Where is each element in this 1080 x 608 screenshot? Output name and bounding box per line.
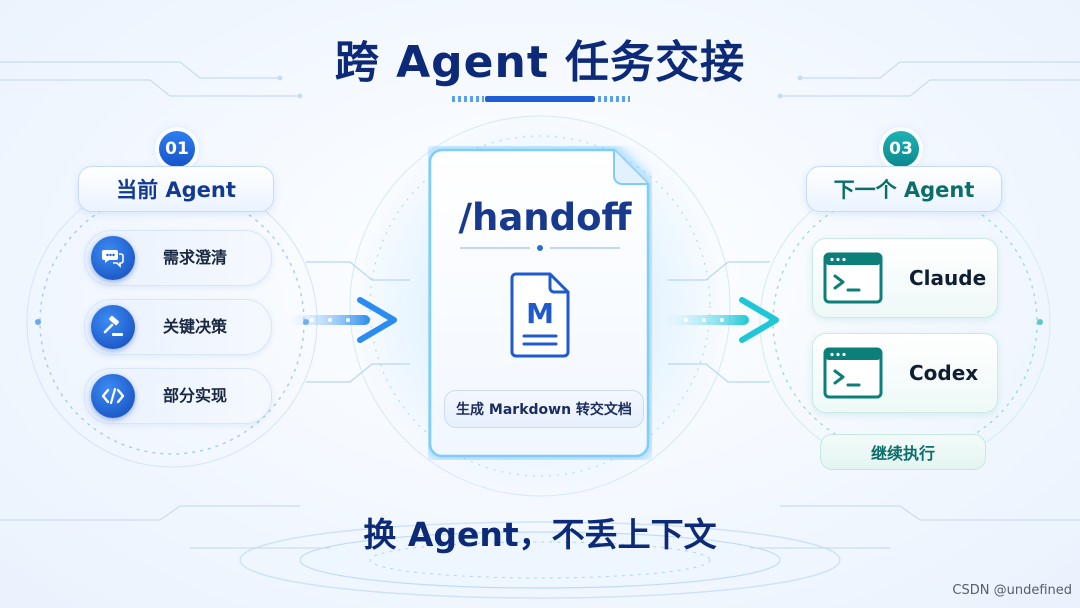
watermark: CSDN @undefined [952,583,1072,598]
title-underline [485,96,595,102]
task-item-label: 需求澄清 [163,248,228,267]
task-item-requirement-clarification: 需求澄清 [84,230,272,286]
arrow-to-handoff [290,297,397,343]
terminal-window-icon [823,347,883,399]
step-badge-03: 03 [883,131,919,167]
agent-card-claude: Claude [812,238,998,318]
chat-bubbles-icon [91,236,135,280]
task-item-key-decisions: 关键决策 [84,299,272,355]
title-underline-stripes [598,96,630,102]
agent-card-codex: Codex [812,333,998,413]
arrow-to-next-agent [665,297,779,343]
step-badge-01: 01 [159,131,195,167]
tagline: 换 Agent，不丢上下文 [363,515,717,554]
gavel-icon [91,305,135,349]
terminal-window-icon [823,252,883,304]
current-agent-heading: 当前 Agent [78,166,274,212]
task-item-partial-implementation: 部分实现 [84,368,272,424]
svg-text:M: M [526,297,554,330]
continue-execution-label: 继续执行 [820,434,986,470]
task-item-label: 部分实现 [163,386,228,405]
task-item-label: 关键决策 [163,317,228,336]
title-underline-stripes [452,96,484,102]
agent-name: Claude [909,266,987,290]
markdown-file-icon: M [510,272,570,358]
generate-markdown-caption: 生成 Markdown 转交文档 [444,390,644,428]
next-agent-heading: 下一个 Agent [806,166,1002,212]
page-title: 跨 Agent 任务交接 [334,37,746,88]
agent-name: Codex [909,361,979,385]
code-brackets-icon [91,374,135,418]
handoff-command: /handoff [458,196,632,239]
